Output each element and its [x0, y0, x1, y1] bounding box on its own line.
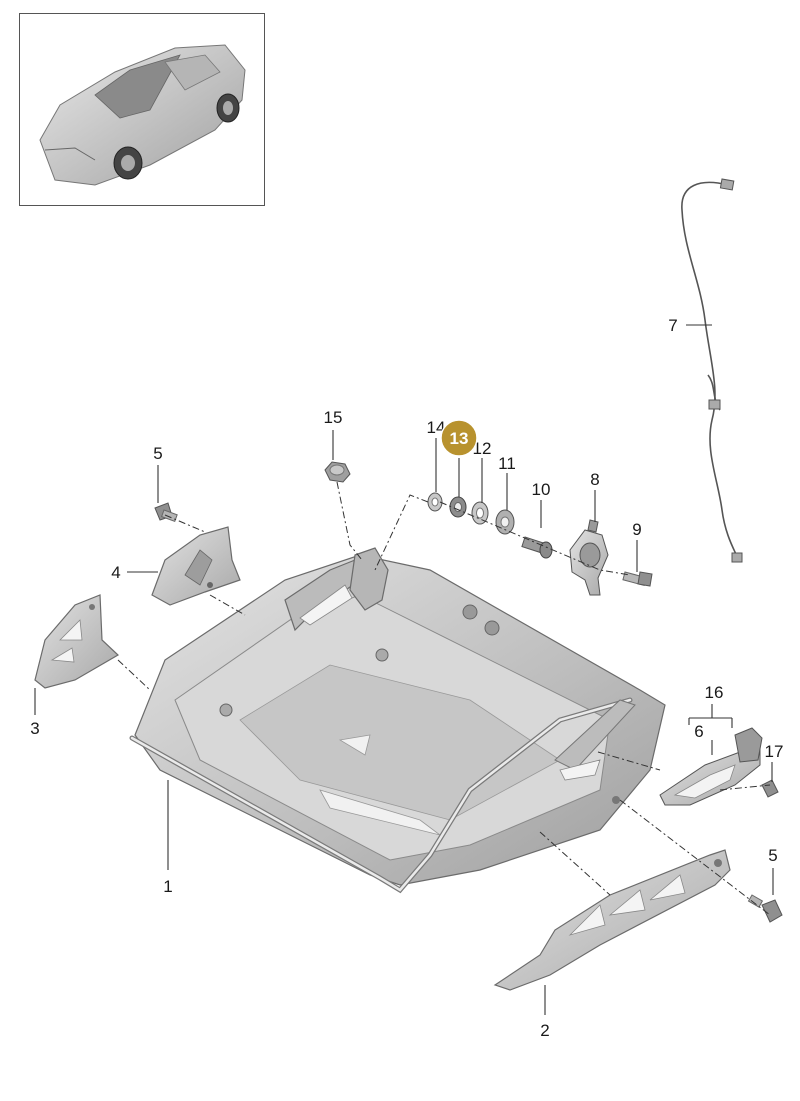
assembly-lines [117, 481, 771, 916]
part-bolt-17 [761, 779, 779, 798]
callout-4[interactable]: 4 [111, 563, 120, 582]
car-thumbnail [39, 44, 246, 186]
callout-8[interactable]: 8 [590, 470, 599, 489]
part-bushing-13 [449, 496, 467, 518]
part-bolt-5-top [154, 502, 178, 523]
part-wire-harness-7 [681, 178, 743, 563]
callout-16[interactable]: 16 [705, 683, 724, 702]
callout-15[interactable]: 15 [324, 408, 343, 427]
part-left-bracket [34, 594, 119, 689]
callout-9[interactable]: 9 [632, 520, 641, 539]
callout-12[interactable]: 12 [473, 439, 492, 458]
leader-lines [34, 324, 774, 1015]
callout-11[interactable]: 11 [498, 454, 516, 473]
callout-10[interactable]: 10 [532, 480, 551, 499]
callout-13[interactable]: 13 [450, 429, 469, 448]
callout-1[interactable]: 1 [163, 877, 172, 896]
callout-13-highlight[interactable]: 13 [440, 419, 478, 457]
part-washer-14 [427, 492, 443, 512]
callout-14[interactable]: 14 [427, 418, 446, 437]
part-hinge-8 [569, 519, 609, 596]
callout-17[interactable]: 17 [765, 742, 784, 761]
part-upper-left-bracket [151, 526, 241, 606]
part-handle-6 [659, 727, 763, 806]
part-washer-12 [471, 501, 489, 525]
callout-3[interactable]: 3 [30, 719, 39, 738]
part-bolt-9 [622, 571, 653, 587]
callout-6[interactable]: 6 [694, 722, 703, 741]
inset-frame [19, 13, 265, 206]
part-seat-frame [129, 547, 666, 894]
callout-labels: 1 2 3 4 5 5 6 7 8 9 10 11 12 14 15 16 17… [30, 316, 783, 1040]
part-nut-15 [324, 461, 351, 483]
callout-5-top[interactable]: 5 [153, 444, 162, 463]
part-pin-10 [521, 536, 553, 559]
part-lower-bracket [493, 849, 731, 991]
callout-7[interactable]: 7 [668, 316, 677, 335]
part-washer-11 [495, 509, 515, 535]
part-bolt-5-right [747, 894, 783, 923]
callout-2[interactable]: 2 [540, 1021, 549, 1040]
callout-5-right[interactable]: 5 [768, 846, 777, 865]
